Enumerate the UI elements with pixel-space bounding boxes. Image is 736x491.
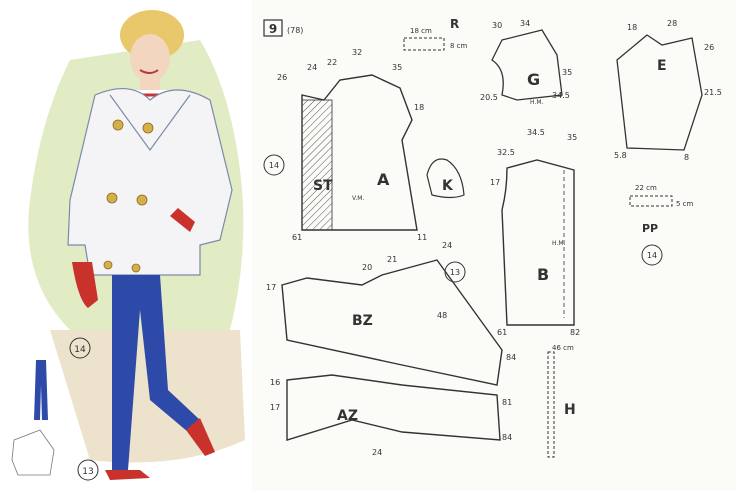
piece-B: B H.M. 32.5 34.5 35 17 61 82 — [490, 128, 580, 337]
piece-G-label: G — [527, 70, 540, 89]
piece-BZ: BZ 20 21 24 48 17 84 — [266, 241, 516, 386]
piece-G: G H.M. 30 34 35 34.5 20.5 — [480, 19, 572, 106]
E-num-4: 21.5 — [704, 88, 722, 97]
BZ-num-4: 48 — [437, 311, 447, 320]
sheet-subnumber: (78) — [287, 26, 303, 35]
sheet-number: 9 — [269, 22, 277, 36]
B-num-6: 82 — [570, 328, 580, 337]
piece-H-label: H — [564, 402, 576, 418]
B-num-4: 17 — [490, 178, 500, 187]
piece-A-note: V.M. — [352, 195, 364, 202]
G-num-4: 34.5 — [552, 91, 570, 100]
piece-R-label: R — [450, 17, 459, 31]
A-num-4: 32 — [352, 48, 362, 57]
B-num-1: 32.5 — [497, 148, 515, 157]
piece-PP-height: 5 cm — [676, 200, 694, 208]
sheet-number-box — [263, 19, 283, 37]
AZ-num-3: 81 — [502, 398, 512, 407]
BZ-num-5: 17 — [266, 283, 276, 292]
piece-B-note: H.M. — [552, 240, 565, 247]
coat-collar — [109, 94, 191, 152]
G-num-3: 35 — [562, 68, 572, 77]
E-num-6: 8 — [684, 153, 689, 162]
BZ-num-6: 84 — [506, 353, 516, 362]
G-num-1: 30 — [492, 21, 502, 30]
fashion-drawing: 14 13 — [11, 10, 245, 481]
A-num-7: 61 — [292, 233, 302, 242]
G-num-5: 20.5 — [480, 93, 498, 102]
piece-AZ: AZ 16 17 81 84 24 — [270, 374, 512, 457]
right-glove — [170, 208, 195, 232]
piece-A-label: A — [377, 170, 390, 189]
piece-G-note: H.M. — [530, 99, 543, 106]
pattern-drawing: 9 (78) ST A V.M. 26 24 22 32 35 18 61 11… — [263, 17, 722, 458]
BZ-num-2: 21 — [387, 255, 397, 264]
A-num-2: 24 — [307, 63, 317, 72]
pattern-model-14 — [263, 154, 285, 176]
AZ-num-1: 16 — [270, 378, 280, 387]
BZ-num-1: 20 — [362, 263, 372, 272]
model-13-label: 13 — [82, 467, 93, 477]
AZ-num-5: 24 — [372, 448, 382, 457]
piece-H-height: 46 cm — [552, 344, 574, 352]
fashion-illustration: 14 13 — [0, 0, 252, 491]
neck — [140, 78, 160, 92]
shoe-right — [186, 418, 215, 456]
A-num-1: 26 — [277, 73, 287, 82]
A-num-6: 18 — [414, 103, 424, 112]
trousers-thumbnail — [34, 360, 48, 420]
AZ-num-2: 17 — [270, 403, 280, 412]
piece-BZ-label: BZ — [352, 313, 373, 329]
piece-E: E 18 28 26 21.5 5.8 8 — [614, 19, 722, 162]
left-glove — [72, 262, 98, 308]
face — [130, 34, 170, 82]
piece-A: ST A V.M. 26 24 22 32 35 18 61 11 — [277, 48, 427, 242]
piece-K — [426, 158, 465, 199]
A-num-8: 11 — [417, 233, 427, 242]
piece-H: H 46 cm — [547, 344, 576, 458]
A-num-5: 35 — [392, 63, 402, 72]
pattern-sheet: 9 (78) ST A V.M. 26 24 22 32 35 18 61 11… — [252, 0, 736, 491]
pattern-model-14b — [641, 244, 663, 266]
B-num-5: 61 — [497, 328, 507, 337]
E-num-5: 5.8 — [614, 151, 627, 160]
piece-PP-width: 22 cm — [635, 184, 657, 192]
coat-buttons — [103, 119, 154, 273]
pattern-model-13-label: 13 — [450, 268, 460, 277]
piece-R: 18 cm R 8 cm — [403, 17, 468, 51]
piece-ST-label: ST — [313, 178, 333, 194]
piece-PP: 22 cm 5 cm PP — [629, 184, 694, 235]
model-13-circle — [77, 459, 99, 481]
piece-R-width: 18 cm — [410, 27, 432, 35]
E-num-3: 26 — [704, 43, 714, 52]
B-num-3: 35 — [567, 133, 577, 142]
E-num-1: 18 — [627, 23, 637, 32]
E-num-2: 28 — [667, 19, 677, 28]
model-14-label: 14 — [74, 345, 86, 355]
pattern-model-14b-label: 14 — [647, 251, 657, 260]
piece-PP-label: PP — [642, 222, 658, 235]
AZ-num-4: 84 — [502, 433, 512, 442]
piece-R-height: 8 cm — [450, 42, 468, 50]
shoe-left — [105, 470, 150, 480]
piece-K-label: K — [442, 178, 454, 194]
A-num-3: 22 — [327, 58, 337, 67]
piece-B-label: B — [537, 265, 549, 284]
piece-E-label: E — [657, 58, 667, 74]
piece-AZ-label: AZ — [337, 408, 358, 424]
trousers — [112, 275, 200, 470]
B-num-2: 34.5 — [527, 128, 545, 137]
model-14-circle — [69, 337, 91, 359]
pattern-model-14-label: 14 — [269, 161, 279, 170]
lips — [139, 69, 159, 74]
G-num-2: 34 — [520, 19, 530, 28]
coat-thumbnail — [11, 429, 55, 476]
BZ-num-3: 24 — [442, 241, 452, 250]
